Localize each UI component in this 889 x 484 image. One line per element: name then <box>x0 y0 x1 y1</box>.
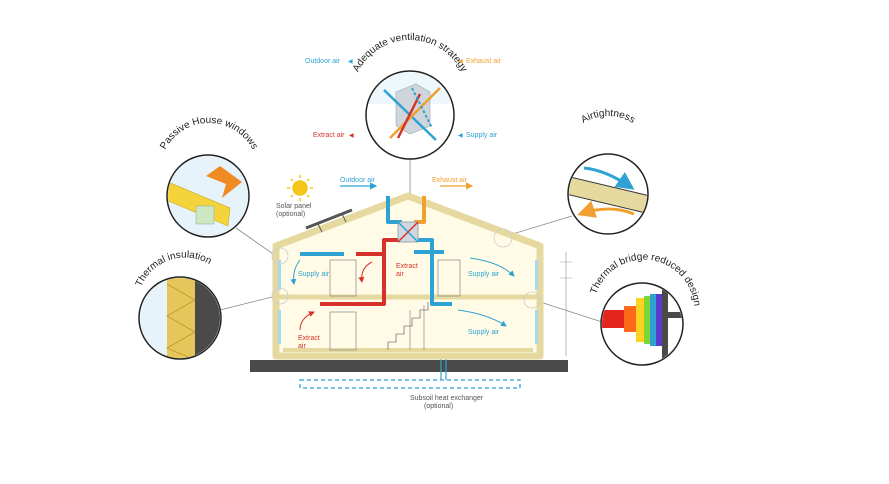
label-outdoor-air: Outdoor air <box>340 177 376 184</box>
vent-supply-air: Supply air <box>466 132 498 139</box>
vent-supply-arrow-icon: ◀ <box>458 133 463 139</box>
label-supply-upper-left: Supply air <box>298 271 330 278</box>
vent-extract-air: Extract air <box>313 132 345 139</box>
svg-text:Passive House windows: Passive House windows <box>158 115 259 151</box>
label-subsoil-optional: (optional) <box>424 403 453 410</box>
vent-extract-arrow-icon: ◀ <box>349 133 354 139</box>
callout-windows-title: Passive House windows <box>158 115 259 151</box>
callout-insulation: Thermal insulation <box>134 250 222 360</box>
label-supply-upper-right: Supply air <box>468 271 500 278</box>
subsoil-heat-exchanger <box>299 379 521 389</box>
callout-ventilation: Adequate ventilation strategy <box>351 32 469 160</box>
callout-airtightness-title: Airtightness <box>579 108 636 126</box>
label-subsoil: Subsoil heat exchanger <box>410 395 484 402</box>
vent-exhaust-arrow-icon: ◀ <box>458 59 463 65</box>
vent-outdoor-air: Outdoor air <box>305 58 341 65</box>
label-supply-lower-right: Supply air <box>468 329 500 336</box>
vent-outdoor-arrow-icon: ◀ <box>348 59 353 65</box>
callout-windows: Passive House windows <box>158 115 260 238</box>
svg-text:Airtightness: Airtightness <box>579 108 636 126</box>
callout-thermal-bridge: Thermal bridge reduced design <box>589 252 702 366</box>
label-extract-lower: Extract <box>298 335 320 342</box>
label-extract-lower-2: air <box>298 343 306 350</box>
label-extract-upper: Extract <box>396 263 418 270</box>
ground-slab <box>250 360 568 372</box>
label-extract-upper-2: air <box>396 271 404 278</box>
callout-airtightness: Airtightness <box>567 108 649 235</box>
label-exhaust-air: Exhaust air <box>432 177 468 184</box>
vent-exhaust-air: Exhaust air <box>466 58 502 65</box>
label-solar-panel: Solar panel <box>276 203 312 210</box>
sun-icon <box>287 175 313 201</box>
label-solar-optional: (optional) <box>276 211 305 218</box>
connector-lines <box>219 158 603 323</box>
callout-ventilation-title: Adequate ventilation strategy <box>351 32 469 74</box>
svg-text:Adequate ventilation strategy: Adequate ventilation strategy <box>351 32 469 74</box>
